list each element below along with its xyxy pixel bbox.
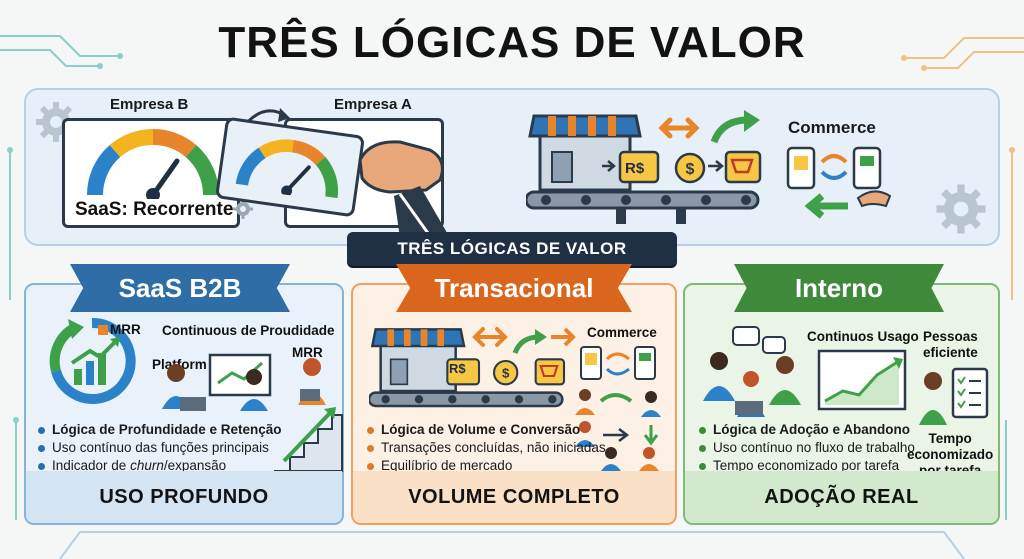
list-item: Tempo economizado por tarefa <box>699 457 915 475</box>
cube-icon <box>98 325 108 335</box>
top-panel: Empresa B Empresa A SaaS: Recorrente <box>24 88 1000 246</box>
transacional-ribbon-label: Transacional <box>396 264 632 312</box>
platform-label: Platform <box>152 357 207 372</box>
phone-exchange-icon <box>786 146 892 219</box>
interno-bullets: Lógica de Adoção e Abandono Uso contínuo… <box>699 421 915 475</box>
svg-text:$: $ <box>502 366 510 381</box>
list-item: Indicador de churn/expansão <box>38 457 282 475</box>
cycle-growth-icon <box>49 317 136 404</box>
saas-footer: USO PROFUNDO <box>26 471 342 523</box>
exchange-arrows-icon <box>658 110 760 144</box>
list-item: Transações concluídas, não iniciadas <box>367 439 606 457</box>
gauge-icon <box>86 129 220 199</box>
circuit-decoration-right <box>901 37 1024 520</box>
gear-icon <box>233 199 253 219</box>
saas-ribbon-label: SaaS B2B <box>70 264 290 312</box>
staircase-growth-icon <box>274 407 343 472</box>
mrr-label: MRR <box>292 345 323 360</box>
people-laptop-illustration <box>162 353 326 411</box>
interno-ribbon-label: Interno <box>734 264 944 312</box>
commerce-label: Commerce <box>587 325 657 340</box>
interno-ribbon: Interno <box>734 264 944 312</box>
gauge-card <box>214 116 366 218</box>
interno-column: Continuos Usago Pessoas eficiente Tempo … <box>683 283 1000 525</box>
saas-ribbon: SaaS B2B <box>70 264 290 312</box>
mrr-small-label: MRR <box>110 322 141 337</box>
growth-chart-icon <box>817 349 907 411</box>
list-item: Uso contínuo das funções principais <box>38 439 282 457</box>
gauge-icon <box>235 139 339 199</box>
empresa-a-label: Empresa A <box>334 96 412 113</box>
person-checklist-icon <box>919 367 989 425</box>
center-banner: TRÊS LÓGICAS DE VALOR <box>347 232 677 266</box>
list-item: Lógica de Profundidade e Retenção <box>38 421 282 439</box>
page-title: TRÊS LÓGICAS DE VALOR <box>218 18 806 67</box>
commerce-label: Commerce <box>788 118 876 137</box>
svg-text:$: $ <box>686 161 695 178</box>
saas-column: MRR Continuous de Proudidade Platform MR… <box>24 283 344 525</box>
marketplace-flow-icon <box>575 346 661 471</box>
list-item: Uso contínuo no fluxo de trabalho <box>699 439 915 457</box>
gear-icon <box>936 184 986 234</box>
currency-label: R$ <box>449 361 466 376</box>
team-chat-illustration <box>703 326 801 417</box>
pessoas-label: Pessoas eficiente <box>923 329 978 360</box>
interno-footer: ADOÇÃO REAL <box>685 471 998 523</box>
transacional-column: $ R$ Commerce Lógica de Volume e Convers… <box>351 283 677 525</box>
continuous-label: Continuous de Proudidade <box>162 323 335 338</box>
saas-recorrente-label: SaaS: Recorrente <box>75 199 234 220</box>
continuos-usago-label: Continuos Usago <box>807 329 919 344</box>
transacional-ribbon: Transacional <box>396 264 632 312</box>
currency-label: R$ <box>625 160 645 177</box>
transacional-bullets: Lógica de Volume e Conversão Transações … <box>367 421 606 475</box>
bottom-frame-decoration <box>59 531 965 559</box>
monitor-empresa-b: SaaS: Recorrente <box>62 118 240 228</box>
transacional-footer: VOLUME COMPLETO <box>353 471 675 523</box>
store-conveyor-illustration: $ <box>369 328 566 408</box>
exchange-arrows-icon <box>472 327 576 354</box>
list-item: Lógica de Adoção e Abandono <box>699 421 915 439</box>
saas-bullets: Lógica de Profundidade e Retenção Uso co… <box>38 421 282 475</box>
hand-icon <box>358 140 450 238</box>
list-item: Equilíbrio de mercado <box>367 457 606 475</box>
store-conveyor-illustration: $ <box>526 114 762 224</box>
list-item: Lógica de Volume e Conversão <box>367 421 606 439</box>
circuit-decoration-left <box>0 35 123 520</box>
empresa-b-label: Empresa B <box>110 96 189 113</box>
